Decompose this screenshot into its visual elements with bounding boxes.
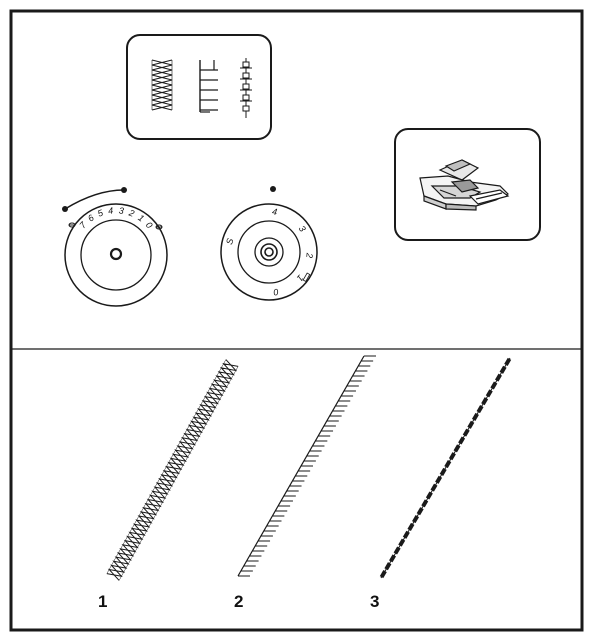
stitch-length-number: 6	[86, 213, 96, 224]
blind-hem-stitch-sample	[237, 355, 376, 577]
straight-sample-dash	[421, 499, 429, 508]
stitch-pattern-panel	[126, 34, 272, 140]
straight-sample-dash	[467, 420, 475, 429]
stitch-width-dial[interactable]: 4 3 2 1 0 S	[220, 186, 318, 301]
straight-sample-dash	[384, 562, 392, 571]
straight-dash	[242, 83, 250, 90]
stitch-length-number: 0	[144, 220, 155, 230]
stitch-length-number: 7	[77, 219, 88, 230]
triple-straight-stitch-sample	[379, 357, 512, 579]
stitch-width-marker	[302, 272, 311, 283]
stitch-length-dot-right	[121, 187, 127, 193]
zigzag-sample-edge	[118, 366, 239, 581]
stitch-length-number: 5	[96, 207, 105, 218]
stitch-length-number: 2	[127, 207, 136, 218]
buttonhole-symbol-right	[155, 224, 163, 230]
straight-sample-dash	[389, 554, 397, 563]
straight-dash	[242, 105, 250, 112]
straight-sample-dash	[444, 460, 452, 469]
straight-sample-dash	[402, 530, 410, 539]
stitch-width-number: 4	[271, 206, 277, 217]
straight-sample-dash	[393, 546, 401, 555]
straight-dash	[242, 61, 250, 68]
triple-straight-icon	[240, 58, 252, 118]
straight-sample-dash	[458, 436, 466, 445]
straight-sample-dash	[425, 491, 433, 500]
straight-sample-dash	[490, 381, 498, 390]
outer-frame	[9, 9, 584, 632]
straight-sample-dash	[462, 428, 470, 437]
stitch-length-number: 4	[108, 205, 114, 216]
straight-sample-dash	[407, 522, 415, 531]
zigzag-presser-foot-icon	[419, 159, 510, 211]
stitch-width-numbers: 4 3 2 1 0 S	[224, 206, 315, 297]
straight-sample-dash	[416, 507, 424, 516]
stitch-length-range-arc	[64, 189, 125, 210]
triple-zigzag-stitch-sample	[106, 359, 239, 581]
straight-sample-dash	[499, 365, 507, 374]
stitch-width-number: 3	[297, 224, 308, 234]
straight-dash	[242, 72, 250, 79]
stitch-width-number: 0	[273, 287, 280, 298]
zigzag-sample-edge	[106, 359, 227, 574]
stitch-width-number: S	[224, 237, 235, 245]
buttonhole-symbol-left	[68, 222, 76, 228]
straight-sample-dash	[485, 389, 493, 398]
stitch-length-dot-left	[62, 206, 68, 212]
straight-sample-dash	[504, 357, 512, 366]
blind-hem-icon	[199, 60, 218, 113]
stitch-width-number: 2	[304, 252, 314, 259]
stitch-width-number: 1	[295, 273, 306, 283]
stitch-label-2: 2	[234, 592, 243, 611]
presser-foot-panel	[394, 128, 541, 241]
stitch-width-indicator-dot	[270, 186, 276, 192]
straight-sample-dash	[494, 373, 502, 382]
straight-sample-dash	[435, 475, 443, 484]
straight-sample-dash	[476, 405, 484, 414]
straight-dash	[242, 94, 250, 101]
straight-sample-dash	[439, 467, 447, 476]
straight-sample-dash	[379, 570, 387, 579]
straight-sample-dash	[481, 397, 489, 406]
stitch-length-number: 1	[136, 213, 146, 224]
triple-zigzag-icon	[151, 59, 173, 111]
straight-sample-dash	[430, 483, 438, 492]
stitch-label-1: 1	[98, 592, 107, 611]
straight-sample-dash	[453, 444, 461, 453]
stitch-label-3: 3	[370, 592, 379, 611]
stitch-length-number: 3	[118, 205, 124, 216]
straight-sample-dash	[448, 452, 456, 461]
straight-sample-dash	[471, 412, 479, 421]
straight-sample-dash	[398, 538, 406, 547]
straight-sample-dash	[412, 515, 420, 524]
